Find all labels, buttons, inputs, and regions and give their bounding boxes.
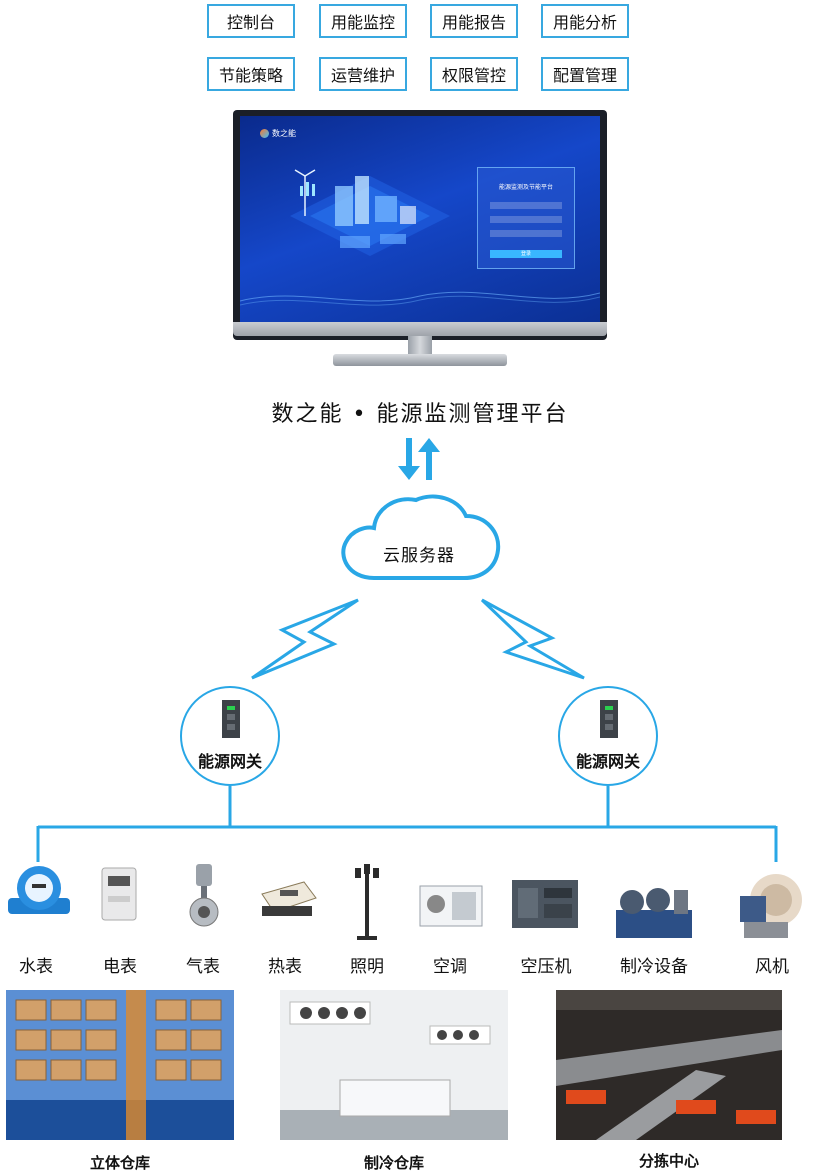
gateway-left-label: 能源网关 [197,752,262,771]
sorting-conveyor-icon [556,990,782,1140]
function-button-analysis[interactable]: 用能分析 [541,4,629,38]
refrigeration-unit-icon [616,888,692,938]
device-label-gas-meter: 气表 [186,957,220,977]
device-label-heat-meter: 热表 [268,957,302,977]
login-panel: 能源监测及节能平台 登录 [477,167,575,269]
function-button-strategy[interactable]: 节能策略 [207,57,295,91]
function-button-maintenance[interactable]: 运营维护 [319,57,407,91]
login-button[interactable]: 登录 [490,250,562,258]
air-conditioner-icon [419,885,483,927]
wave-decoration-icon [240,291,600,306]
device-label-lighting: 照明 [350,957,384,977]
platform-title: 数之能 • 能源监测管理平台 [271,402,569,427]
function-button-report[interactable]: 用能报告 [430,4,518,38]
sync-arrows-icon [398,438,440,480]
water-meter-icon [8,866,70,914]
right-lightning-icon [480,598,585,680]
energy-city-illustration-icon [290,169,450,256]
function-button-config[interactable]: 配置管理 [541,57,629,91]
gateway-right: 能源网关 [558,686,658,786]
device-label-fan: 风机 [755,957,789,977]
cloud-server-icon [341,494,501,580]
screen-logo-text: 数之能 [272,129,296,138]
function-button-console[interactable]: 控制台 [207,4,295,38]
cold-storage-room-icon [280,990,508,1140]
gateway-device-icon [222,700,240,738]
scene-label-warehouse: 立体仓库 [89,1154,150,1172]
scene-label-cold-storage: 制冷仓库 [363,1154,424,1172]
left-lightning-icon [251,598,359,680]
screen-logo: 数之能 [260,128,296,139]
device-label-water-meter: 水表 [19,957,53,977]
photo-automated-warehouse [6,990,234,1140]
monitor-stand-base [333,354,507,366]
username-field[interactable] [490,202,562,209]
air-compressor-icon [512,880,578,928]
photo-cold-storage [280,990,508,1140]
heat-meter-icon [261,881,317,916]
electric-meter-icon [101,867,137,921]
fan-icon [740,874,802,938]
login-title: 能源监测及节能平台 [498,184,553,191]
street-lamp-icon [355,864,379,940]
function-button-monitoring[interactable]: 用能监控 [319,4,407,38]
captcha-field[interactable] [490,230,562,237]
function-button-permission[interactable]: 权限管控 [430,57,518,91]
monitor-stand-neck [408,336,432,356]
device-bus-lines [36,786,778,862]
device-label-electric-meter: 电表 [103,957,137,977]
gateway-right-label: 能源网关 [575,752,640,771]
monitor-screen: 数之能 能源监测及节能平台 登录 [240,116,600,326]
scene-label-sorting-center: 分拣中心 [638,1152,699,1170]
cloud-label: 云服务器 [383,546,455,566]
device-label-refrigeration: 制冷设备 [620,957,688,977]
photo-sorting-center [556,990,782,1140]
warehouse-racks-icon [6,990,234,1140]
password-field[interactable] [490,216,562,223]
device-label-air-compressor: 空压机 [520,957,572,977]
logo-icon [260,129,269,138]
gas-meter-icon [189,864,219,927]
monitor-chin [233,322,607,336]
device-label-air-conditioning: 空调 [433,957,467,977]
gateway-device-icon [600,700,618,738]
gateway-left: 能源网关 [180,686,280,786]
